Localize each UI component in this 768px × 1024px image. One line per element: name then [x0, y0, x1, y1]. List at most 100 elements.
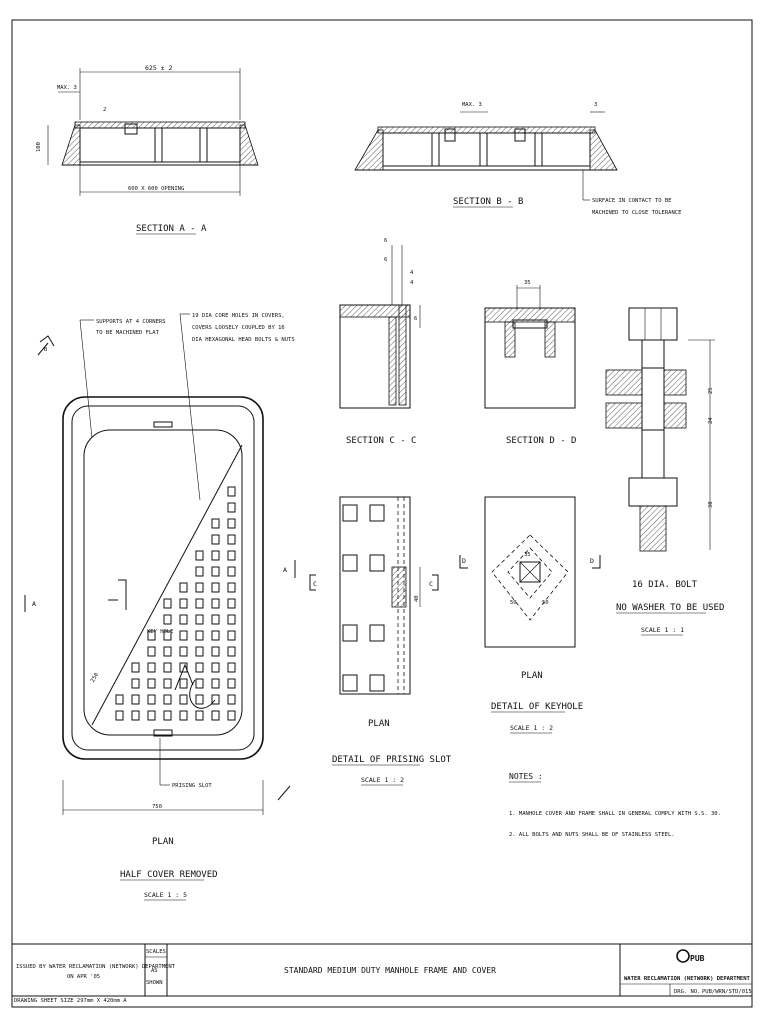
section-cc: 6 6 4 4 6 SECTION C - C — [339, 238, 421, 446]
sheet-border — [11, 19, 753, 1008]
core-hole — [211, 662, 220, 673]
core-hole — [163, 646, 172, 657]
core-hole — [163, 598, 172, 609]
core-hole — [179, 630, 188, 641]
kh-dim-50b: 50 — [542, 600, 549, 606]
core-hole — [211, 582, 220, 593]
keyhole-detail: 35 50 50 D D PLAN DETAIL OF KEYHOLE SCAL… — [459, 496, 601, 734]
core-hole — [163, 614, 172, 625]
core-hole — [227, 662, 236, 673]
plan-note-supports-1: SUPPORTS AT 4 CORNERS — [96, 319, 166, 325]
prising-boss — [342, 674, 358, 692]
cc-dim-6b: 6 — [384, 257, 387, 263]
core-hole — [179, 582, 188, 593]
bb-max3: MAX. 3 — [462, 102, 482, 108]
core-hole — [227, 502, 236, 513]
core-hole — [195, 566, 204, 577]
core-hole — [211, 694, 220, 705]
plan-note-holes-2: COVERS LOOSELY COUPLED BY 16 — [192, 325, 285, 331]
core-hole — [227, 566, 236, 577]
bolt-scale: SCALE 1 : 1 — [641, 626, 684, 634]
tb-drg-no: PUB/WRN/STD/015 — [702, 989, 752, 995]
cover-holes — [115, 486, 236, 721]
core-hole — [227, 582, 236, 593]
core-hole — [163, 630, 172, 641]
cc-dim-6a: 6 — [384, 238, 387, 244]
prising-slot-detail: C C 40 PLAN DETAIL OF PRISING SLOT SCALE… — [309, 496, 452, 786]
core-hole — [179, 694, 188, 705]
plan-note-supports-2: TO BE MACHINED FLAT — [96, 330, 160, 336]
aa-dim-100: 100 — [36, 142, 42, 152]
core-hole — [163, 694, 172, 705]
core-hole — [147, 630, 156, 641]
core-hole — [211, 614, 220, 625]
aa-max3: MAX. 3 — [57, 85, 77, 91]
core-hole — [147, 678, 156, 689]
core-hole — [227, 534, 236, 545]
plan-marker-a-left: A — [32, 600, 36, 608]
kh-plan: PLAN — [521, 671, 543, 681]
section-dd: 35 SECTION D - D — [484, 280, 576, 446]
tb-drg-label: DRG. NO. — [674, 989, 701, 995]
core-hole — [227, 550, 236, 561]
core-hole — [179, 662, 188, 673]
core-hole — [147, 646, 156, 657]
core-hole — [211, 550, 220, 561]
bolt-dim-24: 24 — [708, 417, 714, 424]
ps-plan: PLAN — [368, 719, 390, 729]
bolt-dim-38: 38 — [708, 501, 714, 508]
core-hole — [227, 630, 236, 641]
core-hole — [195, 710, 204, 721]
aa-dim-2: 2 — [103, 107, 106, 113]
aa-title: SECTION A - A — [136, 224, 207, 234]
tb-issued-1: ISSUED BY WATER RECLAMATION (NETWORK) DE… — [16, 964, 176, 970]
core-hole — [179, 598, 188, 609]
core-hole — [163, 710, 172, 721]
core-hole — [195, 646, 204, 657]
notes-heading: NOTES : — [509, 772, 543, 781]
cc-dim-4b: 4 — [410, 280, 414, 286]
core-hole — [195, 678, 204, 689]
tb-scales-label: SCALES — [146, 949, 166, 955]
plan-note-holes-1: 19 DIA CORE HOLES IN COVERS, — [192, 313, 285, 319]
aa-opening: 600 X 600 OPENING — [128, 186, 184, 192]
kh-dim-50a: 50 — [510, 600, 517, 606]
core-hole — [195, 694, 204, 705]
bb-dim-3: 3 — [594, 102, 597, 108]
plan-subtitle: HALF COVER REMOVED — [120, 870, 218, 880]
core-hole — [179, 678, 188, 689]
tb-sheet-size: DRAWING SHEET SIZE 297mm X 420mm A — [14, 998, 127, 1004]
ps-dim-40: 40 — [414, 595, 420, 602]
core-hole — [147, 662, 156, 673]
core-hole — [227, 694, 236, 705]
note-2: 2. ALL BOLTS AND NUTS SHALL BE OF STAINL… — [509, 832, 675, 838]
aa-dim-625: 625 ± 2 — [145, 64, 172, 72]
core-hole — [227, 646, 236, 657]
tb-issued-2: ON APR '05 — [67, 974, 100, 980]
cc-dim-4a: 4 — [410, 270, 414, 276]
core-hole — [115, 710, 124, 721]
prising-boss — [369, 674, 385, 692]
core-hole — [195, 630, 204, 641]
prising-boss — [369, 624, 385, 642]
core-hole — [211, 646, 220, 657]
note-1: 1. MANHOLE COVER AND FRAME SHALL IN GENE… — [509, 811, 721, 817]
ps-scale: SCALE 1 : 2 — [361, 776, 404, 784]
kh-marker-d-left: D — [462, 557, 466, 565]
plan-keyhole-label: KEY HOLE — [147, 629, 174, 635]
core-hole — [195, 550, 204, 561]
plan-title: PLAN — [152, 837, 174, 847]
ps-title: DETAIL OF PRISING SLOT — [332, 755, 452, 765]
bolt-detail: 25 24 38 16 DIA. BOLT NO WASHER TO BE US… — [605, 307, 724, 636]
core-hole — [147, 694, 156, 705]
ps-marker-c-right: C — [429, 580, 433, 588]
tb-scales-2: SHOWN — [146, 980, 163, 986]
plan-scale: SCALE 1 : 5 — [144, 891, 187, 899]
prising-boss — [369, 554, 385, 572]
prising-boss — [369, 504, 385, 522]
cc-dim-6c: 6 — [414, 316, 417, 322]
kh-title: DETAIL OF KEYHOLE — [491, 702, 583, 712]
core-hole — [115, 694, 124, 705]
title-block: ISSUED BY WATER RECLAMATION (NETWORK) DE… — [11, 943, 753, 1004]
core-hole — [195, 614, 204, 625]
